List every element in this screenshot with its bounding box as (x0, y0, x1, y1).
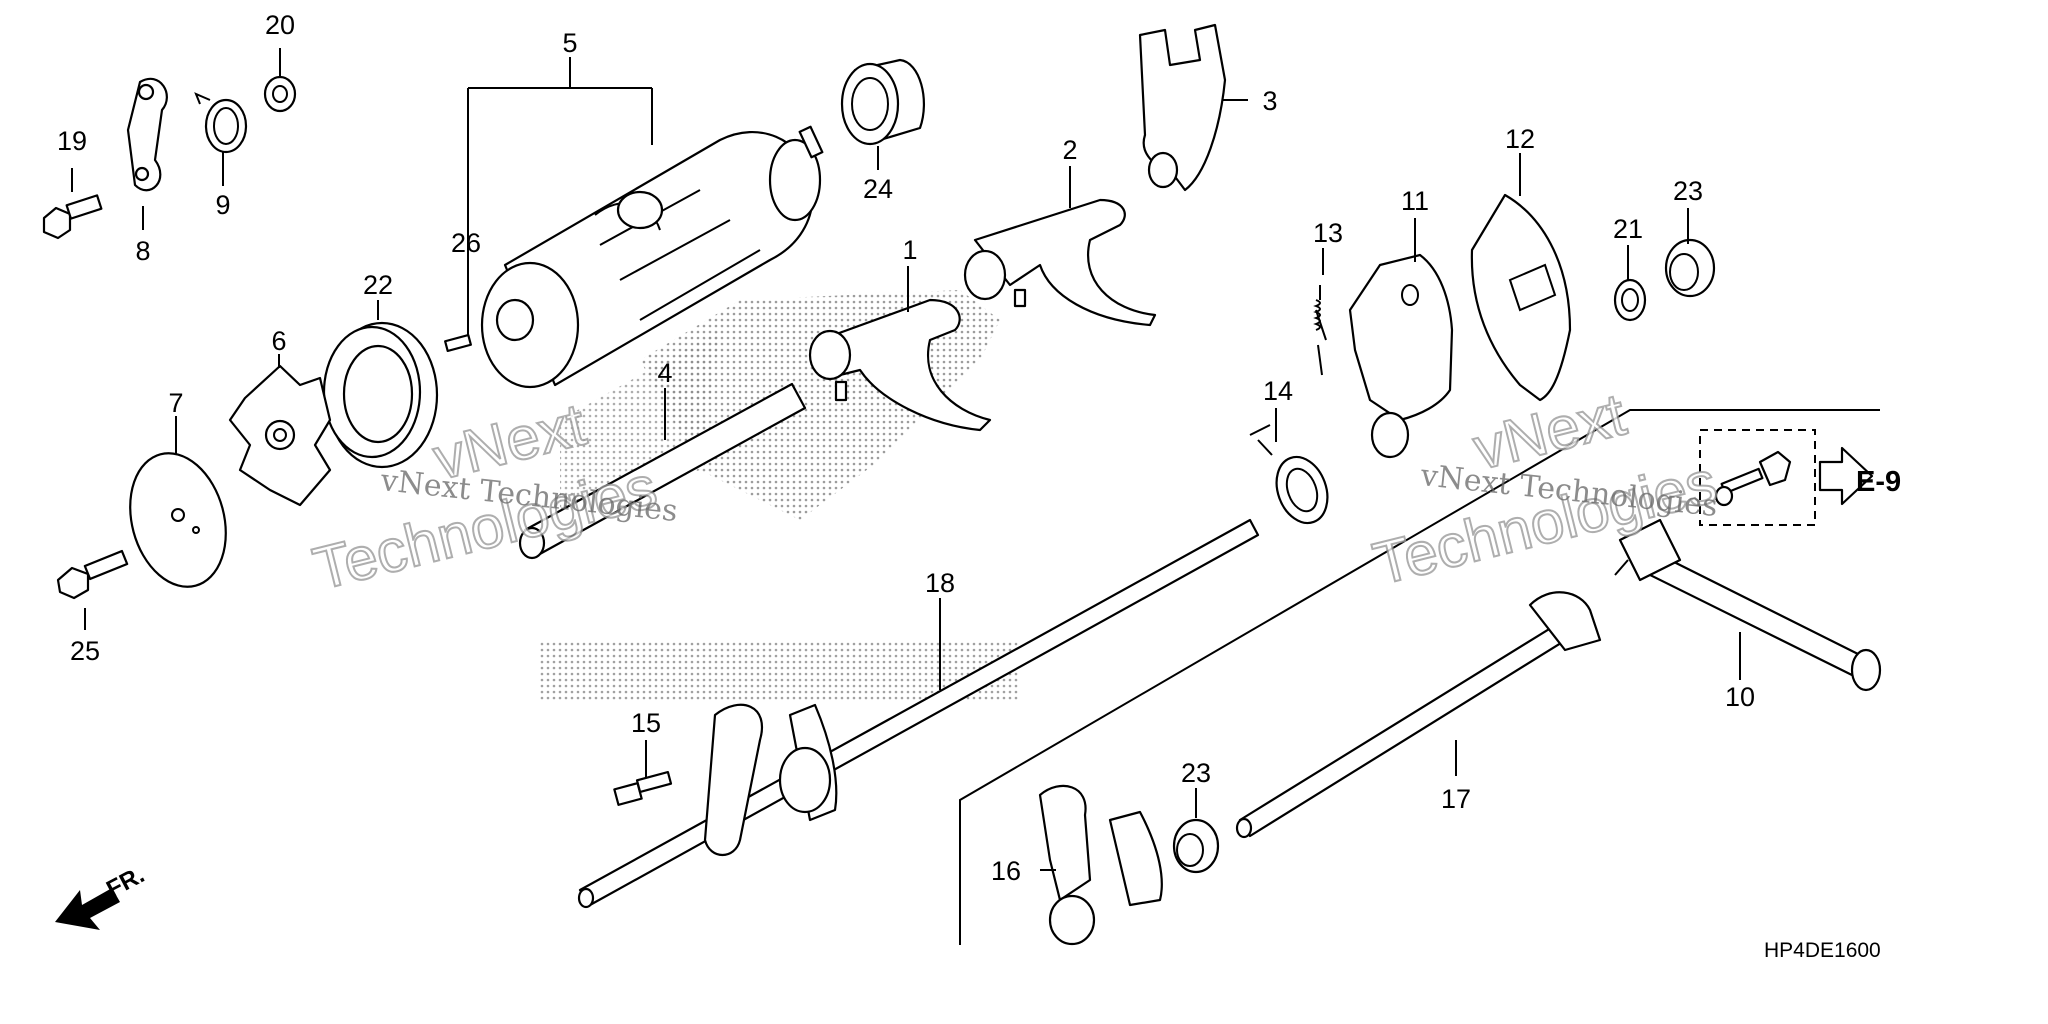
callout-3: 3 (1262, 86, 1277, 116)
part-5-shift-drum (480, 125, 824, 389)
part-23-bearing-lower (1172, 818, 1220, 874)
callout-7: 7 (168, 388, 183, 418)
callout-21: 21 (1613, 214, 1643, 244)
part-4-fork-shaft (518, 382, 807, 560)
callout-25: 25 (70, 636, 100, 666)
direction-indicator: FR. (55, 861, 149, 930)
part-2-shift-fork (963, 198, 1157, 327)
reference-label: E-9 (1856, 466, 1901, 498)
part-14-spring (1249, 424, 1329, 525)
part-15-pin (613, 770, 673, 806)
callout-23-top: 23 (1673, 176, 1703, 206)
callout-23-bottom: 23 (1181, 758, 1211, 788)
part-6-stopper-plate (228, 364, 332, 507)
part-12-cam-plate (1470, 193, 1572, 402)
part-26-pin (444, 333, 472, 353)
part-19-bolt (42, 194, 103, 240)
part-23-bearing (1664, 238, 1716, 298)
part-11-drum-plate (1348, 253, 1454, 459)
part-21-washer (1613, 278, 1647, 322)
part-17-shaft (1235, 591, 1602, 839)
callout-16: 16 (991, 856, 1021, 886)
part-16-shift-arm (1038, 784, 1163, 946)
part-1-shift-fork (808, 298, 992, 432)
part-24-bearing (840, 58, 925, 146)
diagram-code: HP4DE1600 (1764, 939, 1881, 962)
ref-bolt (1699, 429, 1816, 526)
part-18-shift-shaft (577, 518, 1260, 909)
part-8-arm-plate (126, 77, 168, 192)
part-13-spring (1313, 285, 1327, 376)
callout-labels: 1 2 3 4 5 6 7 8 9 10 11 12 13 14 15 16 1… (57, 10, 1755, 886)
callout-15: 15 (631, 708, 661, 738)
part-3-shift-fork (1138, 23, 1227, 192)
callout-14: 14 (1263, 376, 1293, 406)
part-25-bolt (56, 549, 129, 600)
callout-2: 2 (1062, 135, 1077, 165)
callout-12: 12 (1505, 124, 1535, 154)
callout-24: 24 (863, 174, 893, 204)
callout-10: 10 (1725, 682, 1755, 712)
callout-17: 17 (1441, 784, 1471, 814)
section-divider (959, 409, 1880, 945)
callout-8: 8 (135, 236, 150, 266)
arrow-right-outline-icon (1818, 446, 1874, 506)
reference-e9[interactable]: E-9 (1818, 446, 1901, 506)
leader-lines (71, 48, 1741, 871)
part-10-gearshift-spindle (1614, 518, 1882, 692)
callout-5: 5 (562, 28, 577, 58)
callout-11: 11 (1401, 186, 1429, 216)
part-20-washer (263, 75, 297, 113)
callout-20: 20 (265, 10, 295, 40)
callout-9: 9 (215, 190, 230, 220)
callout-1: 1 (902, 235, 917, 265)
arrow-left-down-icon (55, 888, 120, 930)
callout-26: 26 (451, 228, 481, 258)
callout-4: 4 (657, 358, 672, 388)
part-9-spring (194, 92, 248, 154)
callout-6: 6 (271, 326, 286, 356)
part-7-cover (129, 452, 227, 588)
callout-22: 22 (363, 270, 393, 300)
part-22-oil-seal (322, 321, 439, 469)
callout-13: 13 (1313, 218, 1343, 248)
callout-19: 19 (57, 126, 87, 156)
callout-18: 18 (925, 568, 955, 598)
